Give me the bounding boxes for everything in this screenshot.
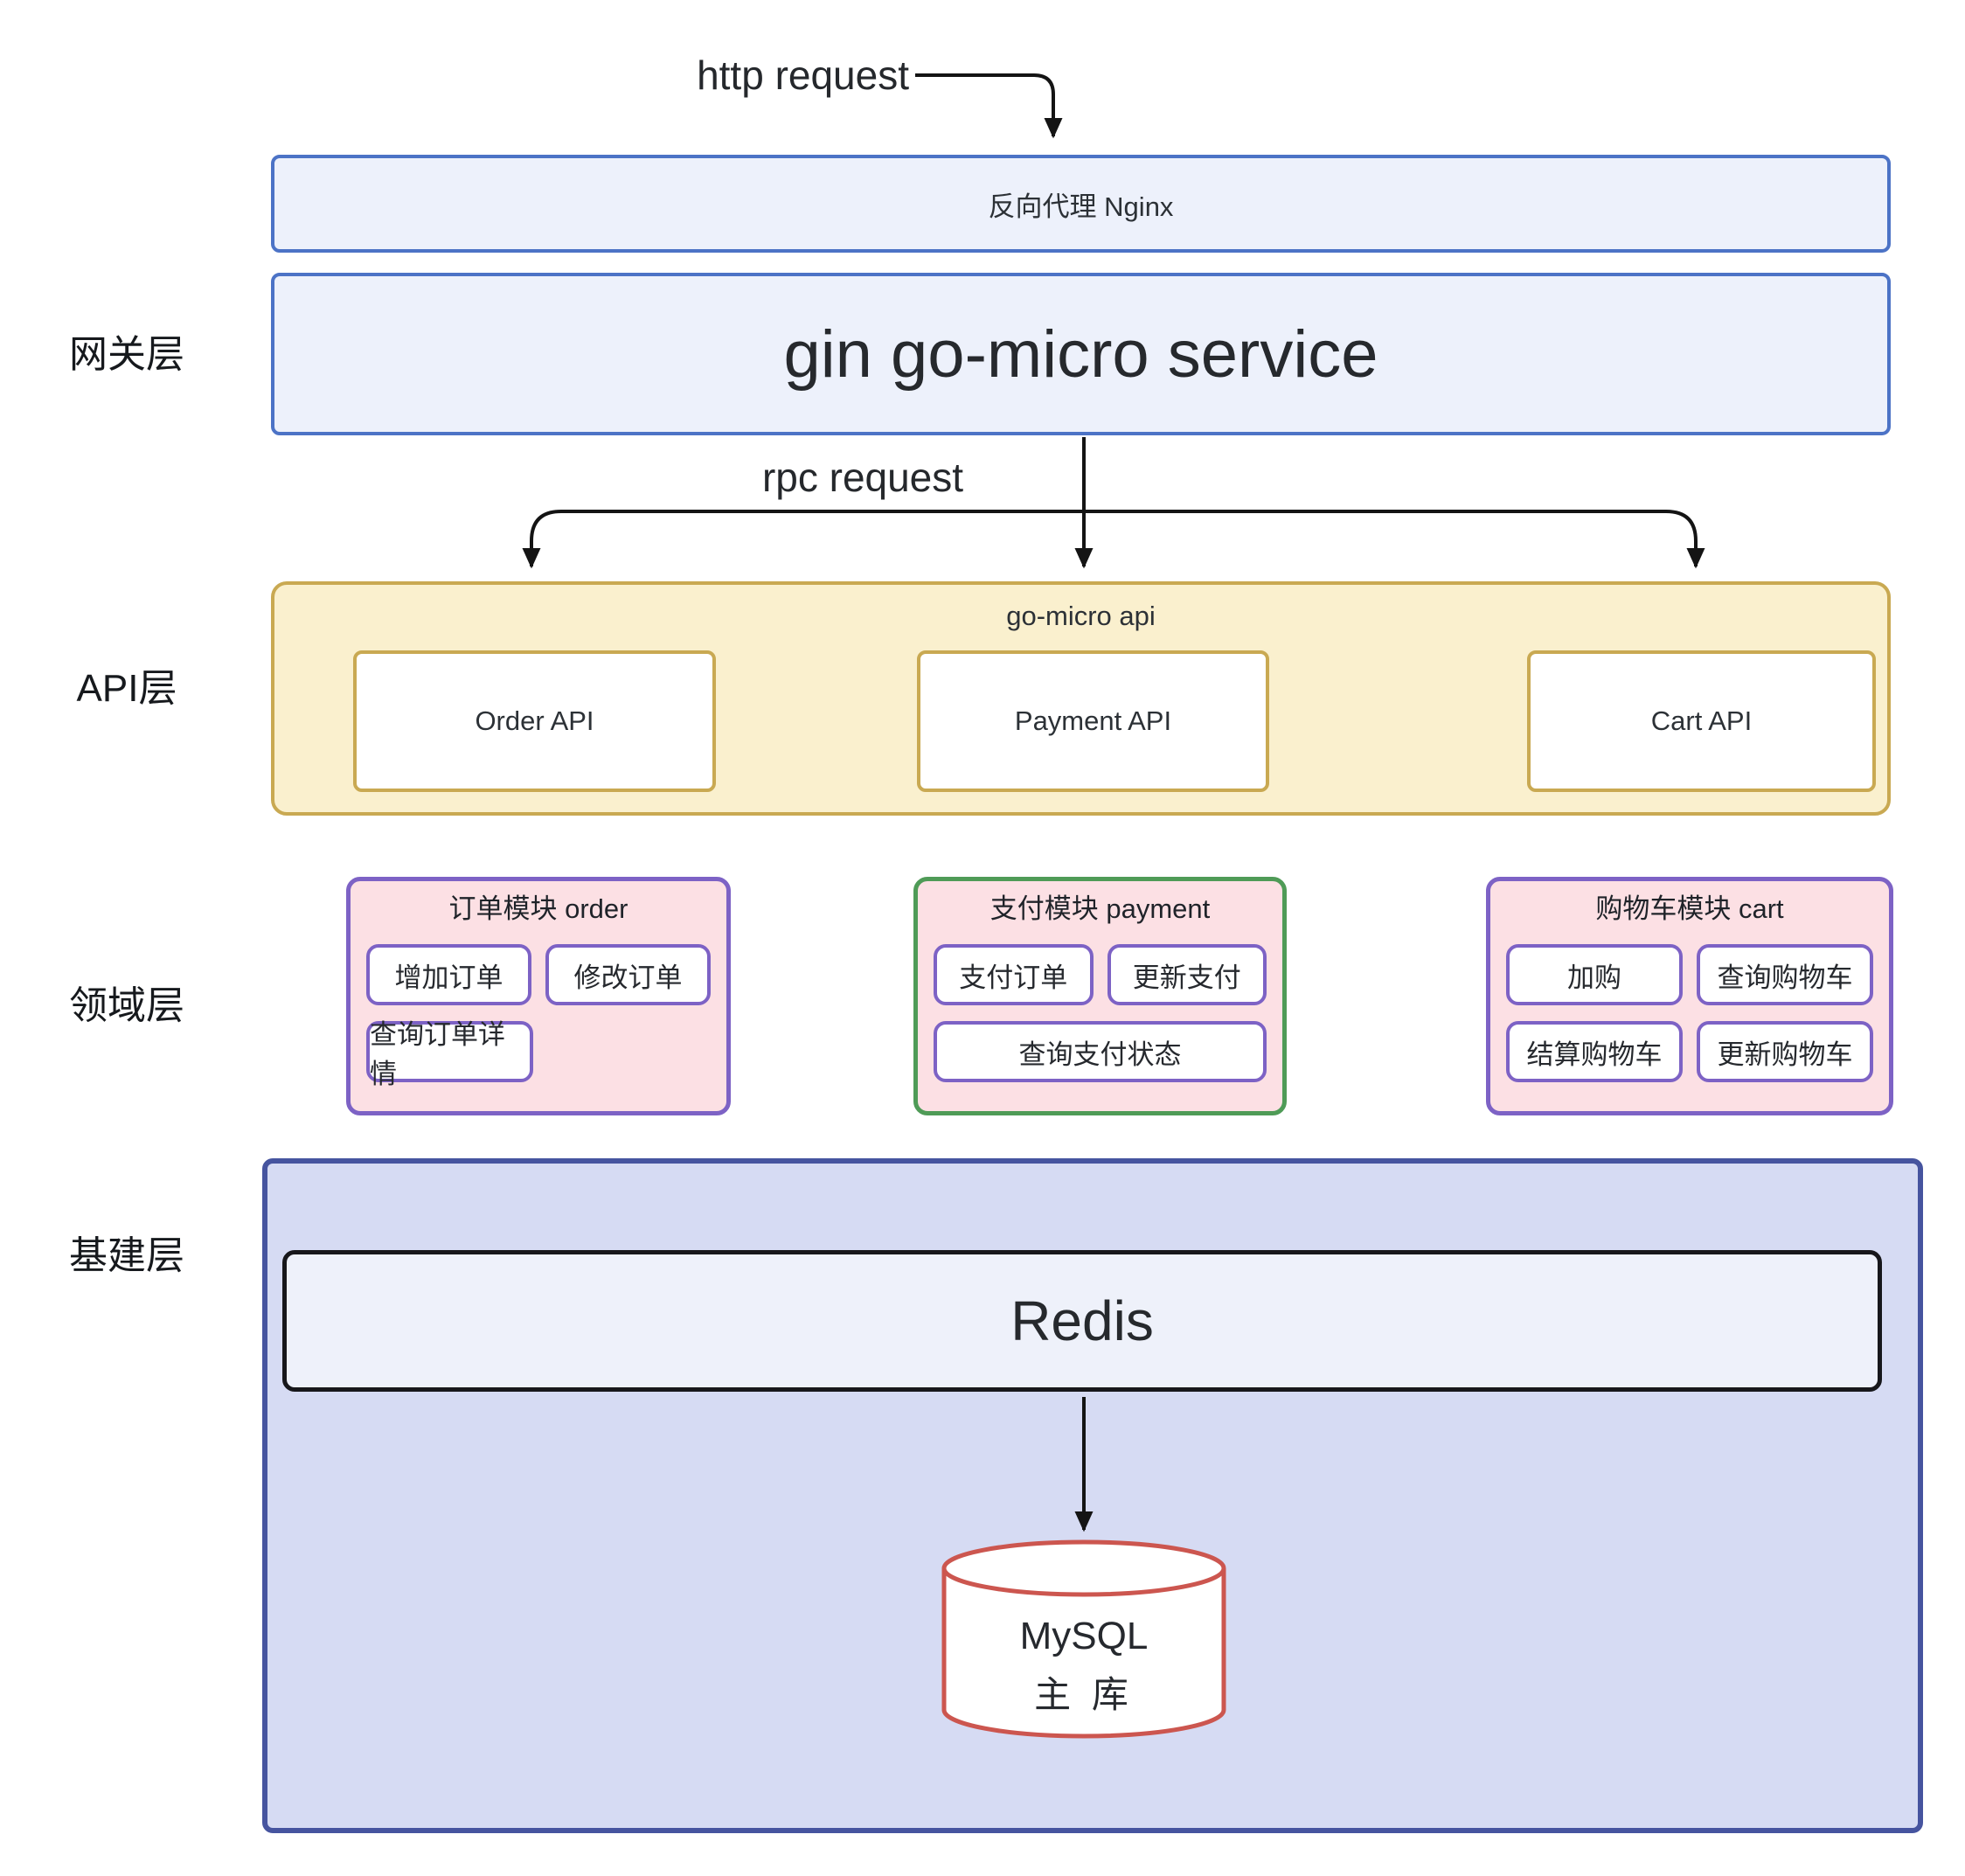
payment-module: 支付模块 payment 支付订单 更新支付 查询支付状态 bbox=[913, 877, 1287, 1115]
http-request-label: http request bbox=[697, 52, 909, 98]
checkout-cart-node: 结算购物车 bbox=[1506, 1021, 1683, 1082]
gin-service-node: gin go-micro service bbox=[271, 273, 1891, 435]
mysql-label: MySQL bbox=[1019, 1615, 1149, 1657]
cart-module-title: 购物车模块 cart bbox=[1595, 893, 1784, 924]
payment-module-title: 支付模块 payment bbox=[989, 893, 1211, 924]
layer-label-gateway: 网关层 bbox=[69, 333, 184, 376]
rpc-request-label: rpc request bbox=[761, 455, 964, 500]
order-module-row-2: 查询订单详情 bbox=[351, 1019, 726, 1089]
order-api-label: Order API bbox=[475, 705, 594, 736]
cart-module-row-2: 结算购物车 更新购物车 bbox=[1490, 1021, 1889, 1082]
query-payment-status-node: 查询支付状态 bbox=[934, 1021, 1267, 1082]
order-module-row-1: 增加订单 修改订单 bbox=[351, 944, 726, 1005]
update-payment-node: 更新支付 bbox=[1107, 944, 1267, 1005]
payment-api-node: Payment API bbox=[917, 650, 1269, 792]
cart-api-node: Cart API bbox=[1527, 650, 1876, 792]
order-module-title: 订单模块 order bbox=[448, 893, 628, 924]
layer-label-infra: 基建层 bbox=[69, 1234, 184, 1277]
query-order-detail-node: 查询订单详情 bbox=[366, 1019, 534, 1089]
http-request-arrow bbox=[915, 73, 1063, 139]
layer-label-api: API层 bbox=[76, 667, 177, 710]
nginx-node-label: 反向代理 Nginx bbox=[988, 191, 1174, 222]
payment-module-row-2: 查询支付状态 bbox=[918, 1021, 1282, 1082]
redis-node: Redis bbox=[282, 1250, 1882, 1392]
add-to-cart-node: 加购 bbox=[1506, 944, 1683, 1005]
add-order-node: 增加订单 bbox=[366, 944, 531, 1005]
cart-module: 购物车模块 cart 加购 查询购物车 结算购物车 更新购物车 bbox=[1486, 877, 1893, 1115]
redis-label: Redis bbox=[1010, 1289, 1154, 1352]
mysql-cylinder-icon bbox=[941, 1539, 1226, 1739]
nginx-node: 反向代理 Nginx bbox=[271, 155, 1891, 253]
payment-api-label: Payment API bbox=[1014, 705, 1172, 736]
update-cart-node: 更新购物车 bbox=[1697, 1021, 1873, 1082]
cart-module-row-1: 加购 查询购物车 bbox=[1490, 944, 1889, 1005]
go-micro-api-container: go-micro api Order API Payment API Cart … bbox=[271, 581, 1891, 816]
order-api-node: Order API bbox=[353, 650, 716, 792]
query-cart-node: 查询购物车 bbox=[1697, 944, 1873, 1005]
cart-api-label: Cart API bbox=[1650, 705, 1753, 736]
gin-service-label: gin go-micro service bbox=[783, 316, 1378, 392]
order-module: 订单模块 order 增加订单 修改订单 查询订单详情 bbox=[346, 877, 731, 1115]
rpc-arrow-right bbox=[1084, 510, 1705, 569]
go-micro-api-title: go-micro api bbox=[1006, 601, 1156, 631]
pay-order-node: 支付订单 bbox=[934, 944, 1094, 1005]
layer-label-domain: 领域层 bbox=[69, 984, 184, 1027]
mysql-primary-label: 主 库 bbox=[1034, 1674, 1134, 1715]
rpc-arrow-left bbox=[522, 510, 1084, 569]
modify-order-node: 修改订单 bbox=[545, 944, 711, 1005]
payment-module-row-1: 支付订单 更新支付 bbox=[918, 944, 1282, 1005]
